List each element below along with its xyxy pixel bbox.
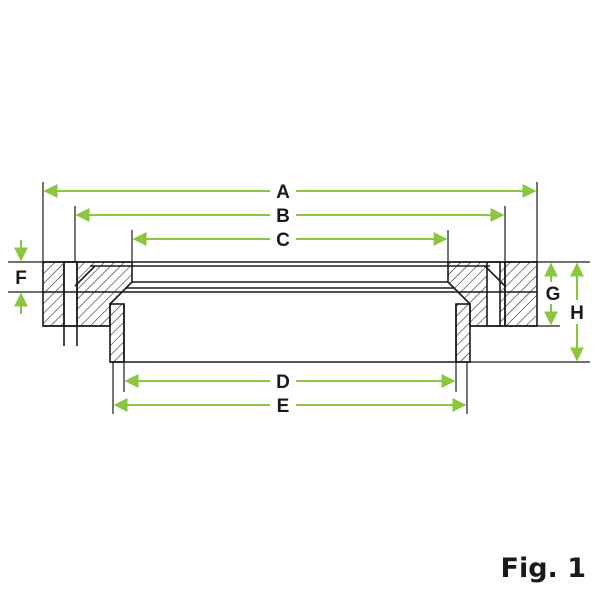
dimension-b-label: B: [276, 206, 290, 227]
figure-caption: Fig. 1: [500, 553, 586, 584]
dimension-h-label: H: [570, 303, 584, 324]
left-bolt-hole: [63, 261, 78, 327]
dimension-a-label: A: [276, 182, 290, 203]
left-hub: [109, 303, 125, 363]
dimension-d-label: D: [276, 372, 290, 393]
dimension-g-label: G: [546, 284, 561, 305]
extension-lines: [8, 182, 590, 414]
dimension-c-label: C: [276, 230, 290, 251]
dimension-lines: [14, 184, 584, 412]
right-hub: [455, 303, 471, 363]
dimension-labels: A B C D E F G H: [15, 182, 584, 417]
right-flange-ring: [504, 261, 538, 327]
right-bolt-hole: [486, 261, 501, 327]
dimension-f-label: F: [15, 268, 27, 289]
flange-section: [42, 261, 538, 363]
dimension-e-label: E: [277, 396, 290, 417]
